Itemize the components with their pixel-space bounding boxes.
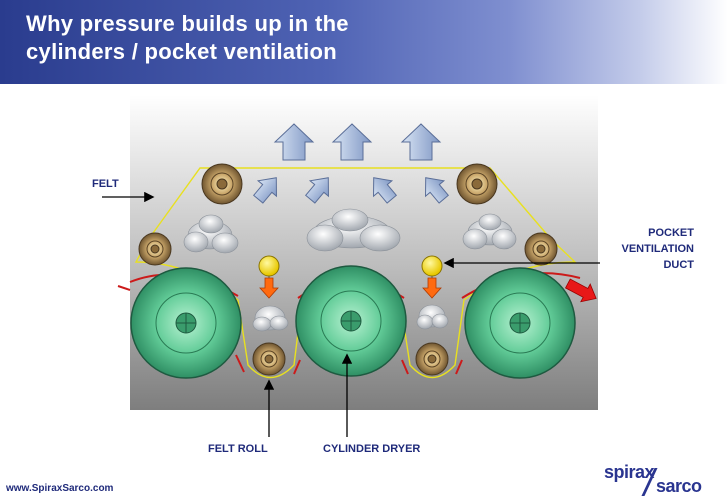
steam-cloud-center xyxy=(306,208,401,252)
air-down-arrow-left xyxy=(259,277,279,299)
steam-diagonal-arrow xyxy=(252,177,277,204)
pocket-ventilation-duct-label: POCKET VENTILATION DUCT xyxy=(621,225,694,273)
steam-cloud-pocket-left xyxy=(252,305,289,332)
steam-up-arrow xyxy=(400,123,442,161)
cylinder-dryer-middle xyxy=(295,265,407,377)
steam-diagonal-arrow xyxy=(304,177,329,204)
felt-exit-arrow xyxy=(564,278,597,303)
pocket-label-line-2: VENTILATION xyxy=(621,243,694,255)
felt-label: FELT xyxy=(92,178,119,190)
logo-word-spirax: spirax xyxy=(604,462,655,482)
title-line-2: cylinders / pocket ventilation xyxy=(26,39,337,64)
title-line-1: Why pressure builds up in the xyxy=(26,11,349,36)
felt-roll-left xyxy=(138,232,172,266)
felt-roll-top-right xyxy=(456,163,498,205)
pocket-label-line-1: POCKET xyxy=(648,227,694,239)
steam-diagonal-arrow xyxy=(425,177,450,204)
steam-cloud-right xyxy=(462,213,517,250)
pocket-label-line-3: DUCT xyxy=(663,259,694,271)
cylinder-dryer-label: CYLINDER DRYER xyxy=(323,443,421,455)
felt-roll-label: FELT ROLL xyxy=(208,443,268,455)
spirax-sarco-logo: spirax sarco xyxy=(600,462,722,504)
slide-title: Why pressure builds up in the cylinders … xyxy=(26,10,349,66)
air-down-arrow-right xyxy=(422,277,442,299)
title-banner: Why pressure builds up in the cylinders … xyxy=(0,0,728,84)
felt-roll-bottom-right xyxy=(415,342,449,376)
felt-roll-bottom-left xyxy=(252,342,286,376)
steam-cloud-pocket-right xyxy=(416,304,449,330)
cylinder-dryer-left xyxy=(130,267,242,379)
steam-diagonal-arrow xyxy=(373,177,398,204)
logo-word-sarco: sarco xyxy=(656,476,702,496)
felt-roll-top-left xyxy=(201,163,243,205)
felt-roll-right xyxy=(524,232,558,266)
steam-up-arrow xyxy=(273,123,315,161)
steam-cloud-left xyxy=(183,214,239,254)
steam-up-arrow xyxy=(331,123,373,161)
website-url: www.SpiraxSarco.com xyxy=(6,483,114,494)
cylinder-dryer-right xyxy=(464,267,576,379)
